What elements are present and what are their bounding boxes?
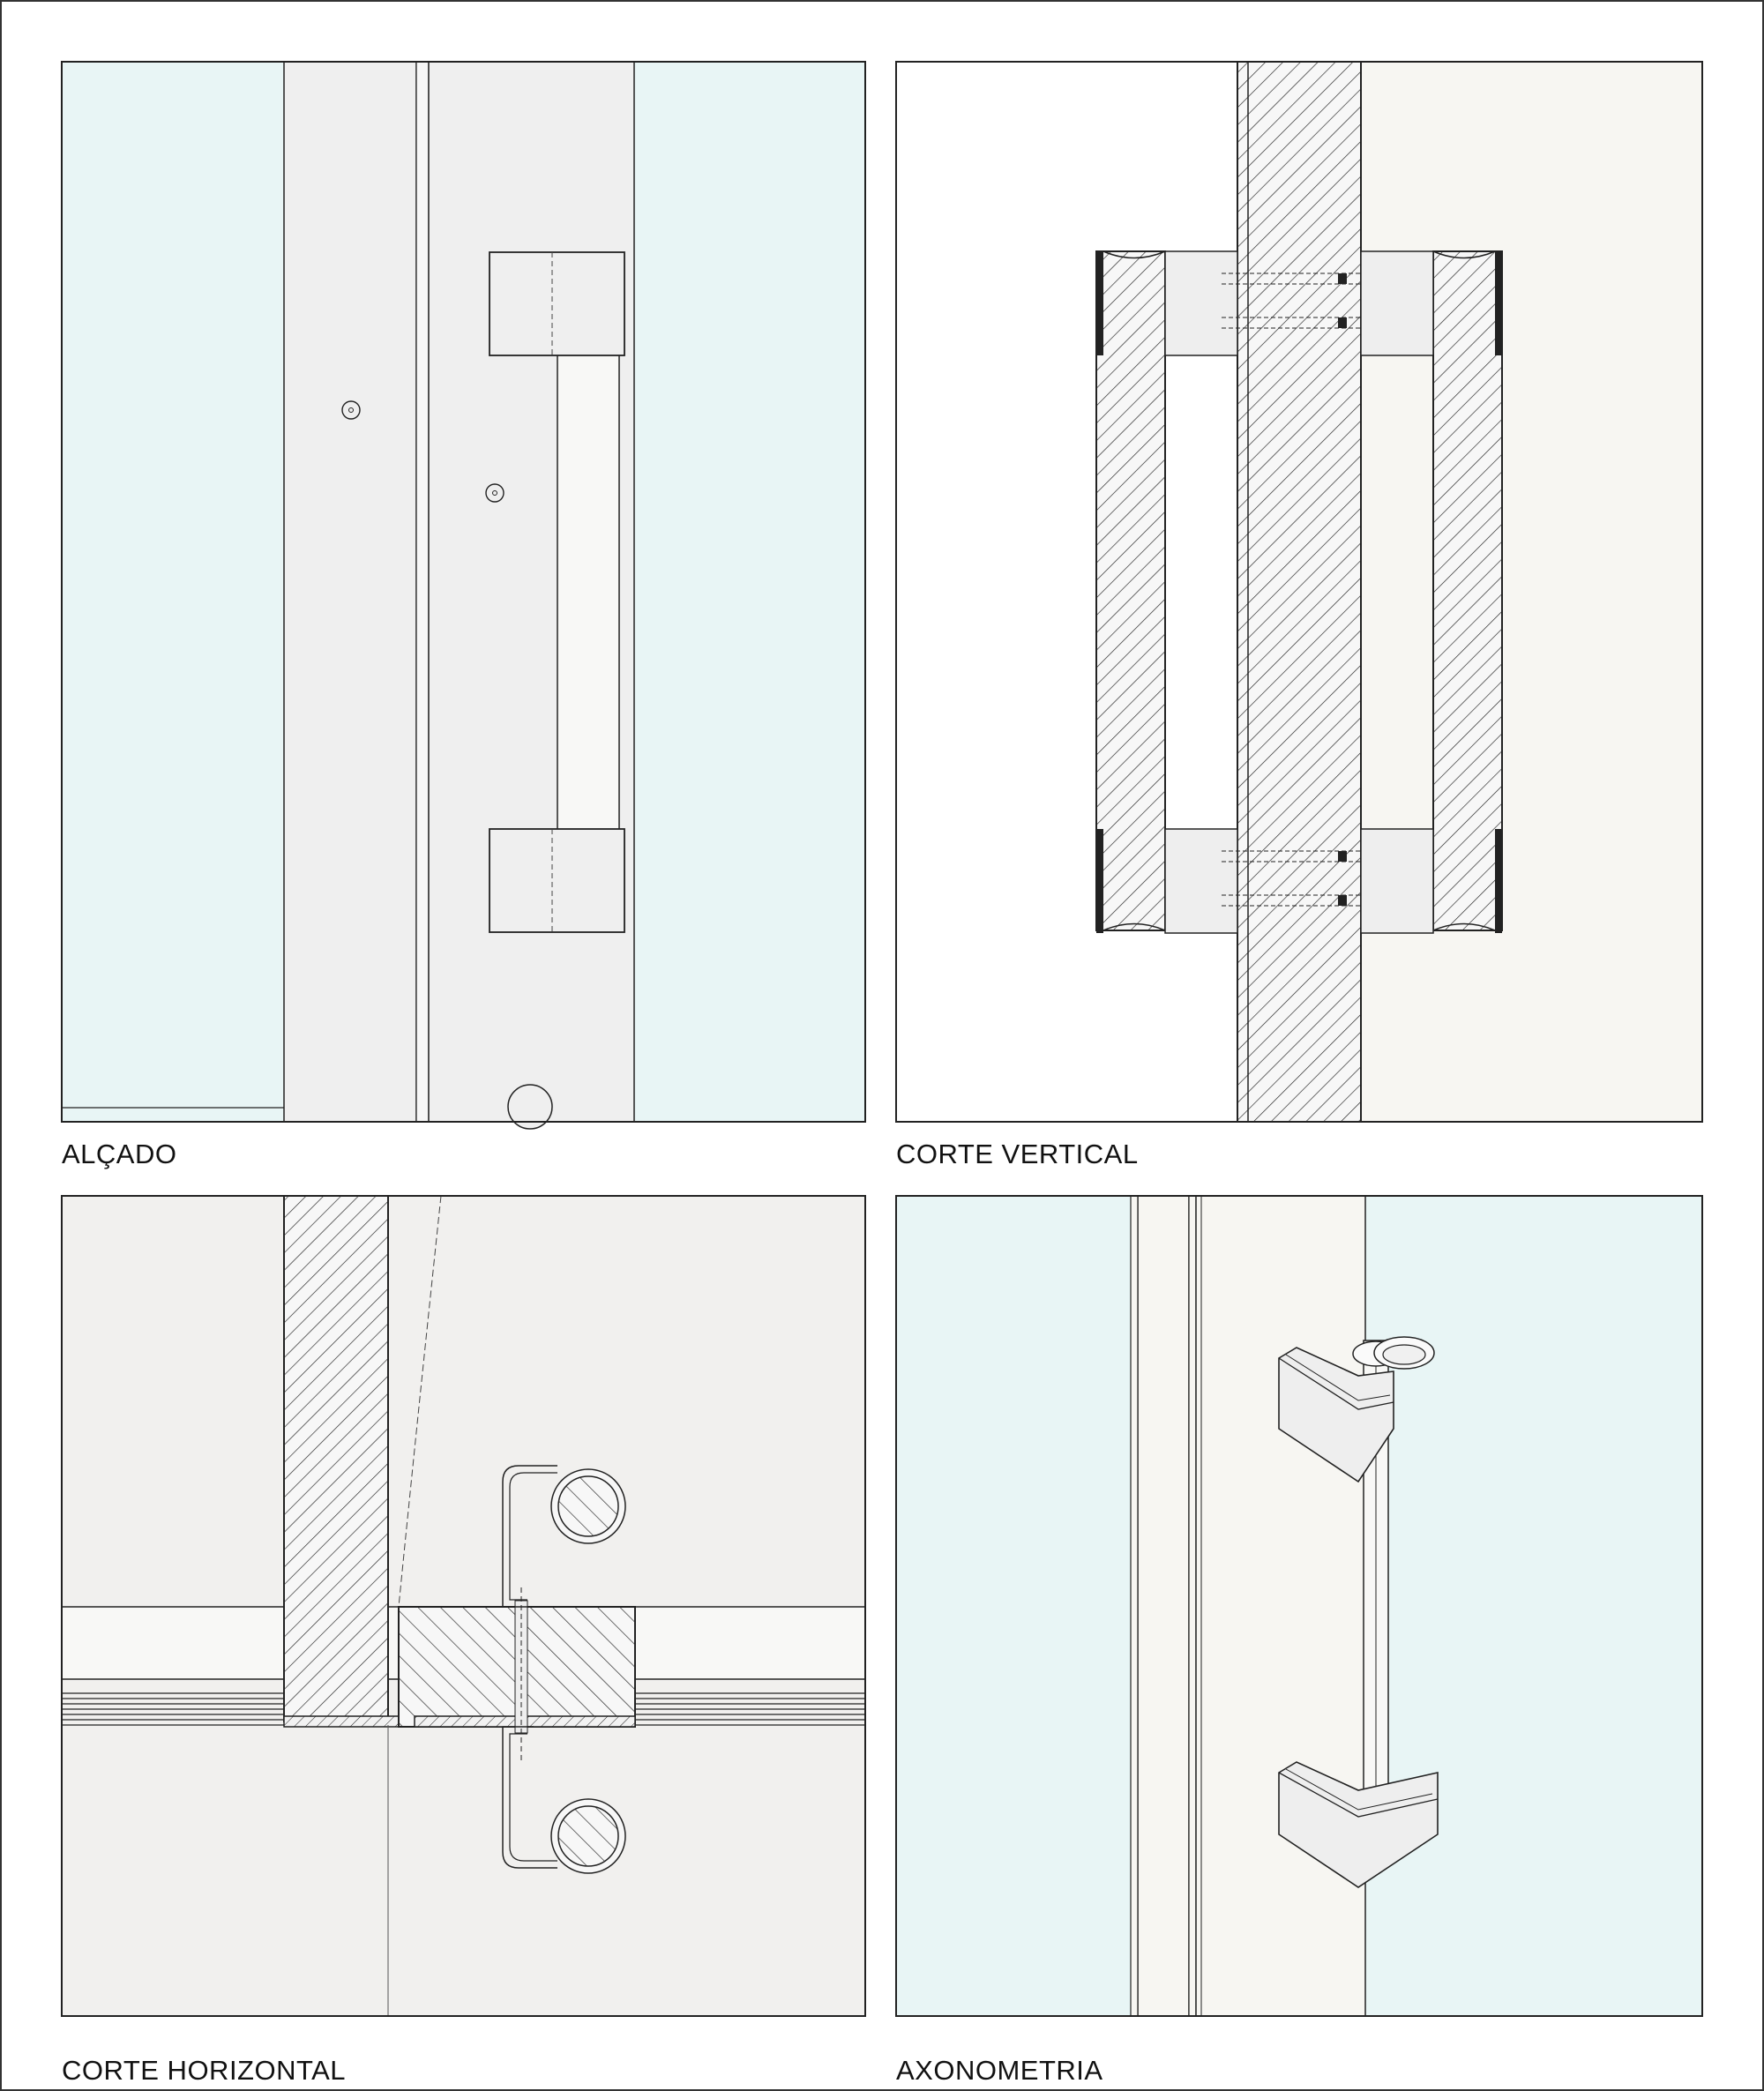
elevation-frame [61, 61, 866, 1123]
door-leaf-face [1195, 1195, 1366, 2017]
handle-left-bar [1095, 250, 1166, 931]
glass-right [634, 62, 865, 1122]
panel-label-vertical-section: CORTE VERTICAL [896, 1139, 1139, 1169]
handle-left-standoff-top [1164, 250, 1238, 356]
axonometric-frame [895, 1195, 1703, 2017]
wall-right [1361, 62, 1702, 1122]
handle-right-standoff-bottom [1360, 828, 1434, 934]
handle-bracket-lower [502, 1726, 557, 1869]
handle-right-bar [1432, 250, 1503, 931]
handle-right-standoff-top [1360, 250, 1434, 356]
vertical-section-panel [895, 61, 1703, 1123]
handle-bracket-upper [502, 1465, 557, 1608]
panel-label-axonometric: AXONOMETRIA [896, 2055, 1103, 2086]
frame-strip [1137, 1195, 1190, 2017]
fixing-point [341, 400, 361, 420]
handle-bracket-upper-axo [1278, 1347, 1394, 1483]
handle-bracket-lower-axo [1278, 1761, 1439, 1888]
door-gap [415, 61, 430, 1123]
fixing-point [485, 483, 505, 503]
handle-bracket-top [489, 251, 625, 356]
panel-label-elevation: ALÇADO [62, 1139, 177, 1169]
handle-bracket-bottom [489, 828, 625, 933]
handle-bar [557, 353, 620, 831]
axonometric-panel [895, 1195, 1703, 2017]
door-section [1237, 61, 1362, 1123]
floor-lock-icon [507, 1084, 553, 1130]
vertical-section-frame [895, 61, 1703, 1123]
handle-left-standoff-bottom [1164, 828, 1238, 934]
fixing-point [348, 407, 354, 413]
panel-label-horizontal-section: CORTE HORIZONTAL [62, 2055, 347, 2086]
wall-section [283, 1195, 389, 1722]
fixing-point [492, 490, 497, 496]
door-frame-left [283, 61, 417, 1123]
elevation-panel [61, 61, 866, 1130]
glass-left [62, 62, 284, 1122]
door-swing-arc [398, 1195, 442, 1608]
horizontal-section-panel [61, 1195, 866, 2017]
horizontal-section-frame [61, 1195, 866, 2017]
